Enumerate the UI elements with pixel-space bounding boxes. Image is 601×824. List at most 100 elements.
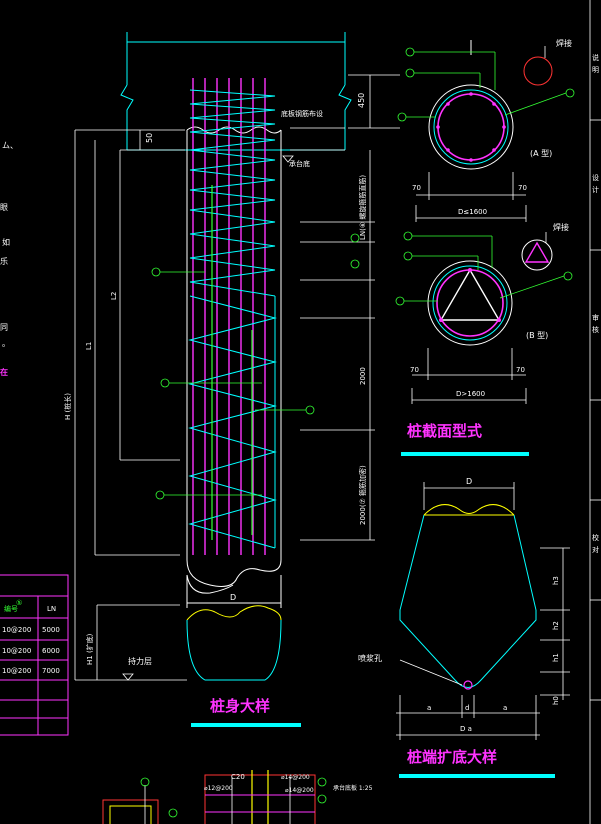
table-cell-r1c1: 10@200 — [2, 647, 31, 655]
section-b — [427, 260, 513, 346]
bulb-outline — [399, 514, 537, 688]
pile-section-title-underline — [401, 452, 529, 456]
right-edge-text-4: 审 — [592, 313, 599, 322]
right-edge-text-3: 计 — [592, 185, 599, 194]
section-b-label: (B 型) — [526, 331, 548, 340]
dim-2000b-text: 2000(⑦ 箍筋加密) — [358, 465, 367, 525]
cap-bottom-label: 承台底 — [289, 159, 310, 168]
stiffener-rods — [211, 185, 253, 540]
section-b-dim: D>1600 — [456, 390, 485, 398]
section-a — [428, 40, 514, 170]
dim-2000-text: 2000 — [359, 367, 367, 385]
dim-ln-text: LN(⑥ 螺旋箍筋直筋) — [358, 175, 367, 240]
right-edge-text-5: 核 — [592, 325, 599, 334]
bulb-top-wave — [423, 504, 515, 516]
bottom-callouts — [140, 777, 327, 818]
grout-hole — [463, 680, 473, 690]
bottom-note: 承台底板 1:25 — [333, 784, 373, 792]
pile-section-title: 桩截面型式 — [407, 422, 482, 440]
bulb-dims-bottom — [396, 695, 540, 740]
table-header-0: 编号 — [4, 604, 18, 613]
left-note-1: 眼 — [0, 203, 8, 212]
table-cell-r2c2: 7000 — [42, 667, 60, 675]
table-cell-r1c2: 6000 — [42, 647, 60, 655]
bulb-h2: h2 — [552, 621, 560, 630]
dim-h1-text: H1 (扩底) — [85, 633, 94, 665]
bulb-h0: h0 — [552, 696, 560, 705]
elevation-marker — [282, 155, 294, 163]
table-header-2: LN — [47, 605, 56, 613]
section-a-dim70-right: 70 — [518, 184, 527, 192]
left-note-5: 。 — [2, 339, 10, 348]
bulb-dims-right — [540, 547, 570, 700]
spiral-hoops — [188, 89, 277, 549]
left-note-0: ム、 — [2, 141, 18, 150]
table-cell-r0c2: 5000 — [42, 626, 60, 634]
bulb-total: D a — [460, 725, 472, 733]
bottom-rebar3-label: ⌀14@200 — [285, 787, 314, 794]
rebar-table-grid — [0, 574, 69, 736]
pile-body-title-underline — [191, 723, 301, 727]
bottom-c20-label: C20 — [231, 773, 245, 781]
section-b-callout-text: 焊接 — [553, 222, 569, 232]
section-a-dim70-left: 70 — [412, 184, 421, 192]
pile-break — [186, 559, 282, 608]
section-a-label: (A 型) — [530, 149, 552, 158]
right-edge-text-2: 设 — [592, 173, 599, 182]
bearing-layer-label: 持力层 — [128, 656, 152, 666]
section-a-callouts — [397, 47, 575, 122]
pile-bulb-title-underline — [399, 774, 555, 778]
right-edge-text-0: 说 — [592, 53, 599, 62]
pile-cap — [120, 32, 352, 151]
section-a-dims — [415, 172, 527, 222]
bulb-d-center: d — [465, 704, 469, 712]
cap-rebar-label: 底板钢筋布设 — [281, 109, 323, 118]
section-b-callouts — [395, 231, 573, 306]
weld-detail-a — [523, 56, 553, 86]
bulb-h1: h1 — [552, 653, 560, 662]
title-block-edge — [589, 0, 601, 824]
section-a-callout-text: 焊接 — [556, 38, 572, 48]
grout-hole-leader — [399, 659, 463, 686]
bulb-a-left: a — [427, 704, 431, 712]
dim-50-text: 50 — [145, 133, 154, 143]
bulb-dims-top — [423, 482, 515, 510]
left-note-2: 如 — [2, 237, 10, 247]
right-edge-text-1: 明 — [592, 66, 599, 74]
dim-l2-text: L2 — [110, 292, 118, 300]
cap-dimensions — [75, 74, 400, 541]
pile-body-title: 桩身大样 — [210, 697, 270, 715]
table-cell-r0c1: 10@200 — [2, 626, 31, 634]
table-header-1: ⑤ — [16, 599, 22, 607]
left-note-3: 乐 — [0, 256, 8, 266]
section-a-dim: D≤1600 — [458, 208, 487, 216]
left-note-6: 在 — [0, 367, 8, 377]
section-b-bars — [439, 268, 501, 322]
pile-bulb-title: 桩端扩底大样 — [407, 748, 497, 766]
right-edge-text-7: 对 — [592, 545, 599, 554]
section-b-dims — [411, 348, 527, 404]
section-b-dim70-right: 70 — [516, 366, 525, 374]
section-a-bars — [436, 92, 506, 162]
bulb-h3: h3 — [552, 576, 560, 585]
bottom-detail — [102, 770, 316, 824]
bearing-layer-marker — [122, 673, 134, 681]
grout-hole-label: 喷浆孔 — [358, 653, 382, 663]
left-note-4: 同 — [0, 323, 8, 332]
dim-d-text: D — [230, 593, 236, 602]
weld-detail-b — [521, 239, 553, 271]
longitudinal-rebar — [192, 78, 266, 555]
right-edge-text-6: 校 — [592, 533, 599, 542]
pile-bottom-segment — [186, 605, 282, 681]
dim-h-text: H (桩长) — [63, 393, 72, 420]
pile-callouts — [151, 233, 360, 500]
dim-l1-text: L1 — [85, 342, 93, 350]
dim-450-text: 450 — [357, 93, 366, 108]
section-b-dim70-left: 70 — [410, 366, 419, 374]
bottom-rebar1-label: ⌀14@200 — [281, 774, 310, 781]
bulb-a-right: a — [503, 704, 507, 712]
bottom-rebar2-label: ⌀12@200 — [204, 785, 233, 792]
table-cell-r2c1: 10@200 — [2, 667, 31, 675]
pile-body-dimensions — [74, 130, 187, 681]
